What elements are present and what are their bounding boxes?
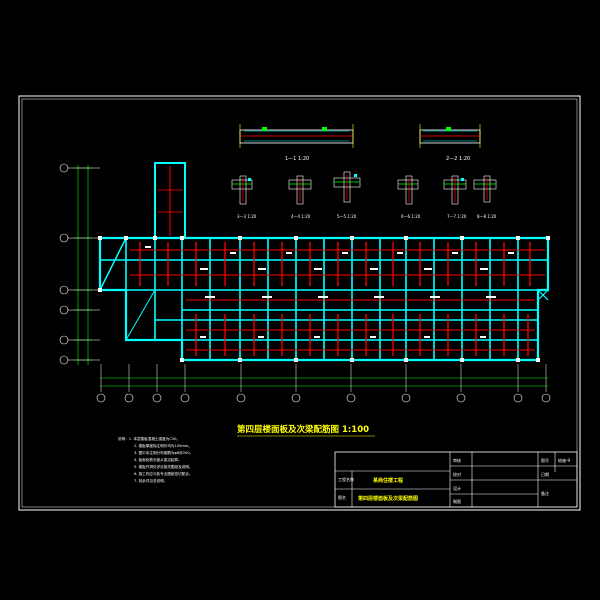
inner-frame <box>21 98 578 508</box>
check-label: 校对 <box>453 471 461 477</box>
section-1-detail <box>239 124 354 148</box>
note-line-1: 说明：1. 本层楼板混凝土强度为C30。 <box>118 436 180 441</box>
note-line-7: 7. 其余详见总说明。 <box>134 478 167 483</box>
section-4-label: 4—4 1:20 <box>291 214 311 219</box>
note-line-3: 3. 图中未注明分布钢筋为φ6@200。 <box>134 450 193 455</box>
note-line-6: 6. 施工时应与各专业图纸密切配合。 <box>134 471 192 476</box>
design-label: 设计 <box>453 485 461 491</box>
outer-frame <box>18 95 581 511</box>
section-8-label: 8—8 1:20 <box>477 214 497 219</box>
drawing-name: 第四层楼面板及次梁配筋图 <box>358 495 418 502</box>
project-label: 工程名称 <box>338 476 354 482</box>
page-label: 图号 <box>541 457 549 463</box>
page-value: 结施-9 <box>558 457 570 463</box>
column-axis-lines <box>100 364 547 392</box>
section-6-label: 6—6 1:20 <box>401 214 421 219</box>
section-5-label: 5—5 1:20 <box>337 214 357 219</box>
section-2-detail <box>419 124 481 148</box>
rebar-vertical <box>139 242 531 356</box>
column-axis-bubbles <box>96 393 551 403</box>
left-dimension-chain <box>74 165 92 365</box>
remark-label: 备注 <box>541 490 549 496</box>
section-7-label: 7—7 1:20 <box>447 214 467 219</box>
row-axis-bubbles <box>59 163 69 365</box>
section-1-label: 1—1 1:20 <box>285 156 309 162</box>
floor-plan <box>98 162 550 362</box>
title-block <box>334 451 578 508</box>
review-label: 审核 <box>453 457 461 463</box>
note-line-5: 5. 楼板开洞处详见相关图纸及说明。 <box>134 464 192 469</box>
vertical-beams <box>125 238 519 360</box>
bottom-dimension-chain <box>100 377 548 387</box>
note-line-4: 4. 板面负筋长度从梁边起算。 <box>134 457 182 462</box>
section-3-label: 3—3 1:20 <box>237 214 257 219</box>
main-title: 第四层楼面板及次梁配筋图 1:100 <box>237 424 369 435</box>
section-details-row <box>231 171 497 205</box>
section-2-label: 2—2 1:20 <box>446 156 470 162</box>
note-line-2: 2. 楼板厚度除注明外均为100mm。 <box>134 443 192 448</box>
rebar-horizontal <box>130 249 545 351</box>
column-nodes <box>98 236 550 362</box>
project-name: 某商住楼工程 <box>372 477 403 484</box>
drawn-label: 制图 <box>453 498 461 504</box>
general-notes: 说明：1. 本层楼板混凝土强度为C30。 2. 楼板厚度除注明外均为100mm。… <box>118 436 193 483</box>
date-label: 日期 <box>541 471 549 477</box>
title-block-text: 工程名称 某商住楼工程 图名 第四层楼面板及次梁配筋图 审核 校对 设计 制图 … <box>338 457 570 504</box>
left-axis-lines <box>68 167 100 361</box>
drawing-label: 图名 <box>338 494 346 500</box>
slab-annotations <box>145 246 514 338</box>
